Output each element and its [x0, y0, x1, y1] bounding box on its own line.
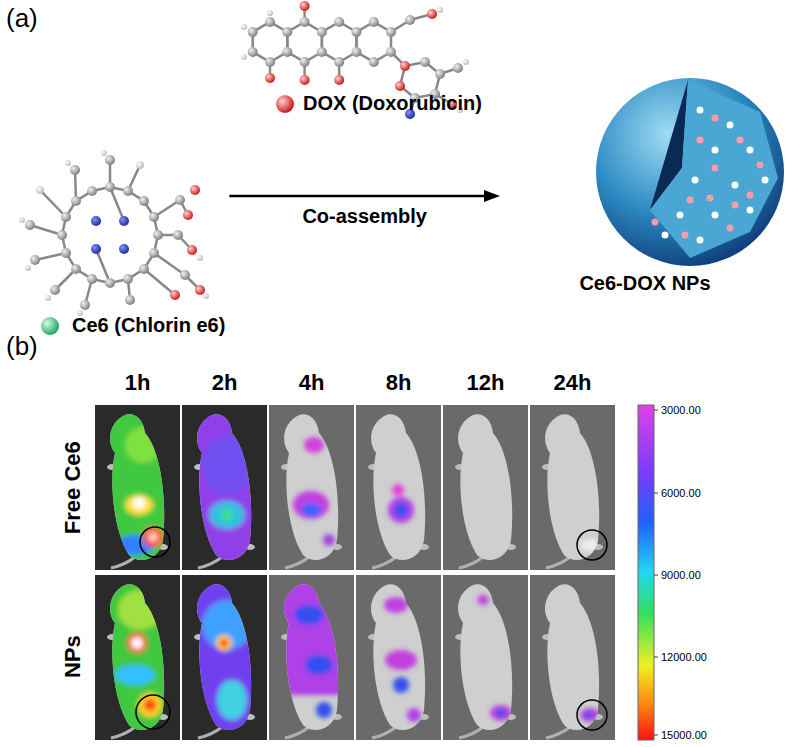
time-label: 1h [125, 370, 151, 395]
panel-letter: (b) [6, 332, 38, 362]
ce6-molecule [19, 150, 209, 316]
molecule-node: Ce6-DOX NPs [500, 70, 790, 300]
row-label: Free Ce6 [59, 442, 84, 535]
scale-value: 9000.00 [661, 569, 701, 582]
arrow-label: Co-assembly [300, 205, 429, 228]
row-label: NPs [59, 636, 84, 679]
reaction-arrow [229, 190, 500, 202]
panel-letter: (a) [6, 4, 38, 34]
time-label: 4h [299, 370, 325, 395]
ce6-ball [41, 317, 59, 335]
molecule-label: DOX (Doxorubicin) [303, 92, 482, 115]
dox-ball [276, 95, 294, 113]
time-label: 2h [212, 370, 238, 395]
time-label: 8h [386, 370, 412, 395]
molecule-label: Ce6 (Chlorin e6) [72, 314, 225, 337]
time-label: 12h [467, 370, 505, 395]
nanoparticle-sphere [596, 78, 784, 266]
molecule-node: DOX (Doxorubicin) [240, 0, 486, 118]
molecule-label: Ce6-DOX NPs [579, 272, 710, 295]
scale-value: 15000.00 [661, 729, 707, 742]
imaging-panels [93, 403, 617, 742]
color-bar [638, 405, 654, 740]
scale-value: 12000.00 [661, 651, 707, 664]
time-label: 24h [554, 370, 592, 395]
scale-value: 3000.00 [661, 404, 701, 417]
scale-value: 6000.00 [661, 487, 701, 500]
molecule-node: Ce6 (Chlorin e6) [10, 150, 229, 345]
color-bar-ticks [654, 410, 658, 735]
